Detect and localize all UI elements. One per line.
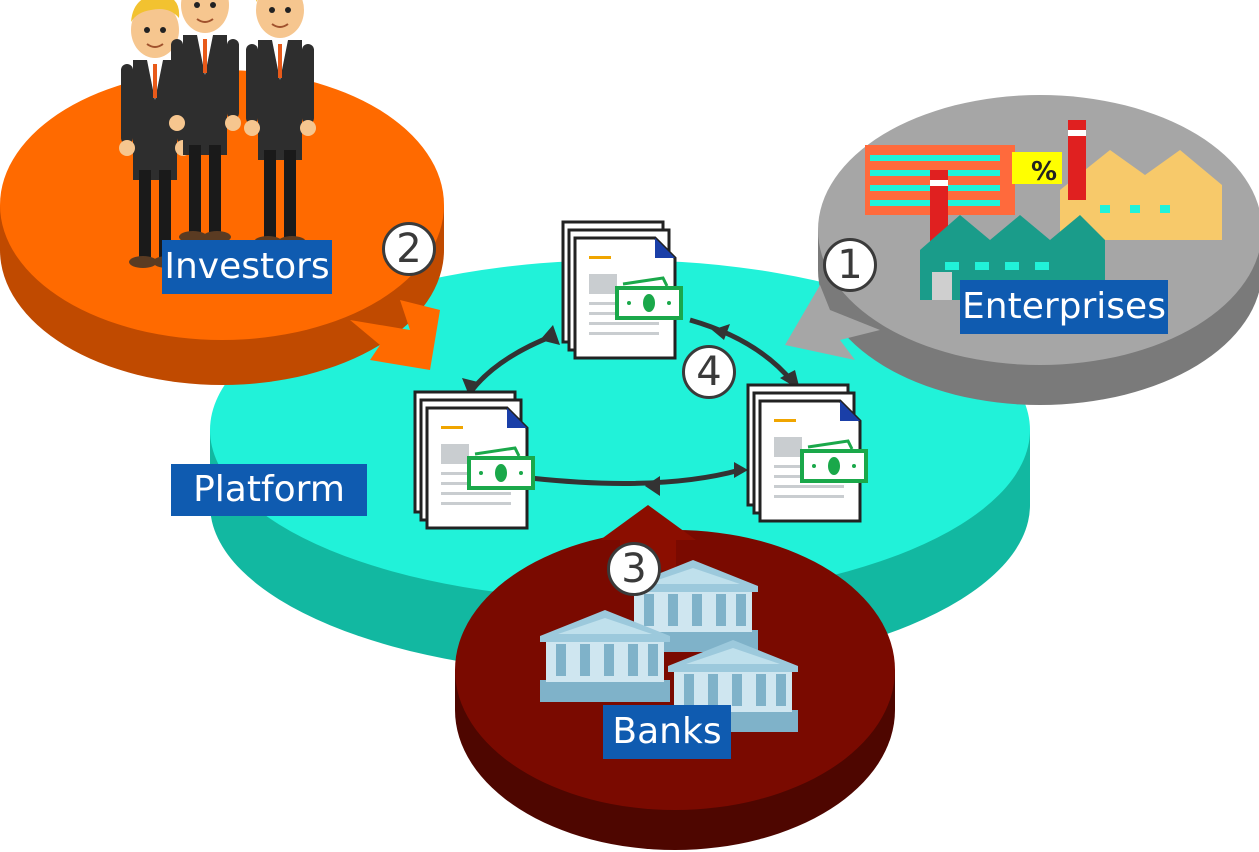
step-3-marker: 3 bbox=[607, 542, 661, 596]
step-4-marker: 4 bbox=[682, 345, 736, 399]
factory-percent-sign: % bbox=[1031, 157, 1057, 187]
factory-icon bbox=[865, 120, 1222, 300]
document-stack-icon bbox=[413, 390, 535, 530]
document-stack-icon bbox=[561, 220, 683, 360]
investors-people-icon bbox=[118, 0, 317, 269]
cycle-arrowhead-icon bbox=[540, 325, 560, 345]
step-2-marker: 2 bbox=[382, 222, 436, 276]
enterprises-arrow-icon bbox=[785, 285, 880, 360]
investors-arrow-icon bbox=[350, 300, 440, 370]
platform-label: Platform bbox=[171, 464, 367, 516]
cycle-arrowhead-icon bbox=[645, 476, 660, 496]
cycle-arrowhead-icon bbox=[462, 378, 478, 398]
enterprises-label: Enterprises bbox=[960, 280, 1168, 334]
banks-label: Banks bbox=[603, 705, 731, 759]
cycle-arrowhead-icon bbox=[712, 324, 730, 340]
investors-label: Investors bbox=[162, 240, 332, 294]
cycle-arrowhead-icon bbox=[734, 462, 748, 478]
step-1-marker: 1 bbox=[823, 238, 877, 292]
document-stack-icon bbox=[746, 383, 868, 523]
